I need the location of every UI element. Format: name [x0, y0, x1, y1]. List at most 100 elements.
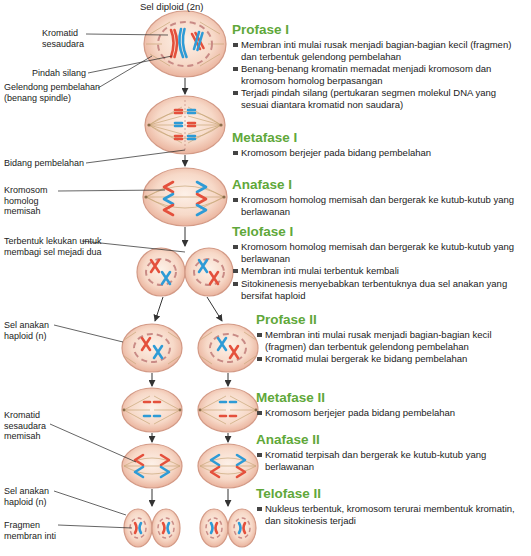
- phase-description: Kromatid mulai bergerak ke bidang pembel…: [256, 353, 524, 365]
- anaphase-i-cell: [197, 182, 206, 192]
- metaphase-i-cell: [175, 136, 182, 139]
- telophase-ii-cells: [211, 523, 213, 533]
- prophase-i-cell: [158, 22, 212, 66]
- anaphase-ii-cells: [135, 467, 143, 477]
- metaphase-i-cell: [188, 123, 195, 126]
- prophase-i-cell: [198, 33, 203, 50]
- prophase-i-cell: [144, 11, 226, 77]
- metaphase-i-cell: [185, 100, 186, 150]
- metaphase-i-cell: [175, 110, 182, 113]
- telophase-ii-cells: [216, 523, 218, 533]
- anaphase-i-cell: [197, 205, 206, 215]
- phase-heading: Telofase I: [232, 224, 293, 239]
- prophase-ii-cells: [142, 338, 150, 350]
- flow-arrows: [228, 433, 229, 442]
- telophase-i-cell: [137, 248, 233, 296]
- anaphase-ii-cells: [211, 455, 219, 465]
- callout-label: Gelendong pembelahan (benang spindle): [4, 82, 104, 103]
- metaphase-ii-cells: [144, 401, 160, 404]
- phase-heading: Telofase II: [256, 486, 321, 501]
- leader-lines: [98, 56, 152, 88]
- leader-lines: [58, 190, 165, 191]
- prophase-ii-cells: [230, 346, 238, 358]
- phase-description: Benang-benang kromatin memadat menjadi k…: [232, 63, 522, 86]
- telophase-i-cell: [210, 272, 218, 284]
- leader-lines: [86, 34, 168, 35]
- metaphase-i-cell: [188, 110, 195, 113]
- anaphase-i-cell: [143, 168, 227, 226]
- callout-label: Kromosom homolog memisah: [4, 185, 62, 217]
- phase-heading: Metafase I: [232, 130, 297, 145]
- telophase-ii-cells: [158, 518, 174, 538]
- phase-description: Membran inti mulai rusak menjadi bagian-…: [256, 329, 524, 352]
- callout-label: Sel anakan haploid (n): [4, 486, 64, 507]
- prophase-ii-cells: [124, 332, 256, 364]
- prophase-i-cell: [144, 11, 226, 77]
- callout-label: Kromatid sesaudara: [42, 28, 92, 49]
- flow-arrows: [152, 433, 153, 442]
- prophase-ii-cells: [122, 324, 182, 372]
- telophase-ii-cells: [228, 509, 256, 547]
- telophase-i-cell: [199, 260, 207, 272]
- phase-description: Kromosom berjejer pada bidang pembelahan: [256, 407, 524, 419]
- metaphase-ii-cells: [199, 409, 202, 412]
- metaphase-i-cell: [219, 123, 222, 126]
- anaphase-ii-cells: [135, 455, 143, 465]
- prophase-ii-cells: [210, 334, 246, 362]
- anaphase-ii-cells: [237, 467, 245, 477]
- leader-lines: [54, 491, 126, 515]
- phase-description: Nukleus terbentuk, kromosom terurai memb…: [256, 503, 524, 526]
- telophase-i-cell: [162, 272, 170, 284]
- flow-arrows: [207, 297, 222, 321]
- anaphase-i-cell: [164, 205, 173, 215]
- prophase-i-cell: [183, 29, 187, 57]
- metaphase-ii-cells: [220, 401, 236, 404]
- telophase-ii-cells: [140, 523, 142, 533]
- telophase-i-cell: [194, 259, 224, 285]
- callout-label: Terbentuk lekukan untuk membagi sel meja…: [4, 236, 102, 257]
- anaphase-ii-cells: [122, 444, 258, 488]
- prophase-i-cell: [146, 22, 224, 66]
- callout-label: Kromatid sesaudara memisah: [4, 410, 64, 442]
- anaphase-i-cell: [197, 194, 206, 204]
- anaphase-i-cell: [146, 185, 224, 209]
- prophase-ii-cells: [218, 338, 226, 350]
- phase-heading: Profase II: [256, 312, 317, 327]
- telophase-i-cell: [137, 248, 185, 296]
- phase-description: Kromatid terpisah dan bergerak ke kutub-…: [256, 449, 524, 472]
- prophase-ii-cells: [134, 334, 170, 362]
- callout-label: Pindah silang: [32, 68, 92, 79]
- metaphase-ii-cells: [255, 409, 258, 412]
- phase-description: Membran inti mulai terbentuk kembali: [232, 265, 522, 277]
- phase-description: Kromosom homolog memisah dan bergerak ke…: [232, 194, 522, 217]
- flow-arrows: [152, 78, 228, 506]
- phase-description: Membran inti mulai rusak menjadi bagian-…: [232, 39, 522, 62]
- flow-arrows: [228, 489, 229, 506]
- metaphase-i-cell: [145, 96, 225, 154]
- metaphase-i-cell: [147, 123, 150, 126]
- telophase-ii-cells: [234, 518, 250, 538]
- metaphase-ii-cells: [124, 396, 256, 424]
- anaphase-i-cell: [164, 194, 173, 204]
- anaphase-ii-cells: [237, 455, 245, 465]
- metaphase-i-cell: [145, 96, 225, 154]
- callout-label: Bidang pembelahan: [4, 158, 94, 169]
- telophase-ii-cells: [163, 523, 165, 533]
- flow-arrows: [185, 78, 186, 94]
- telophase-ii-cells: [244, 523, 246, 533]
- telophase-ii-cells: [152, 509, 180, 547]
- anaphase-i-cell: [222, 195, 225, 198]
- flow-arrows: [185, 155, 186, 166]
- prophase-ii-cells: [154, 346, 162, 358]
- flow-arrows: [152, 373, 153, 386]
- callout-label: Sel anakan haploid (n): [4, 320, 64, 341]
- metaphase-ii-cells: [220, 415, 236, 418]
- telophase-ii-cells: [124, 509, 256, 547]
- telophase-i-cell: [146, 259, 176, 285]
- telophase-ii-cells: [200, 509, 228, 547]
- leader-lines: [50, 34, 185, 528]
- anaphase-i-cell: [143, 168, 227, 226]
- metaphase-i-cell: [188, 136, 195, 139]
- leader-lines: [50, 424, 136, 462]
